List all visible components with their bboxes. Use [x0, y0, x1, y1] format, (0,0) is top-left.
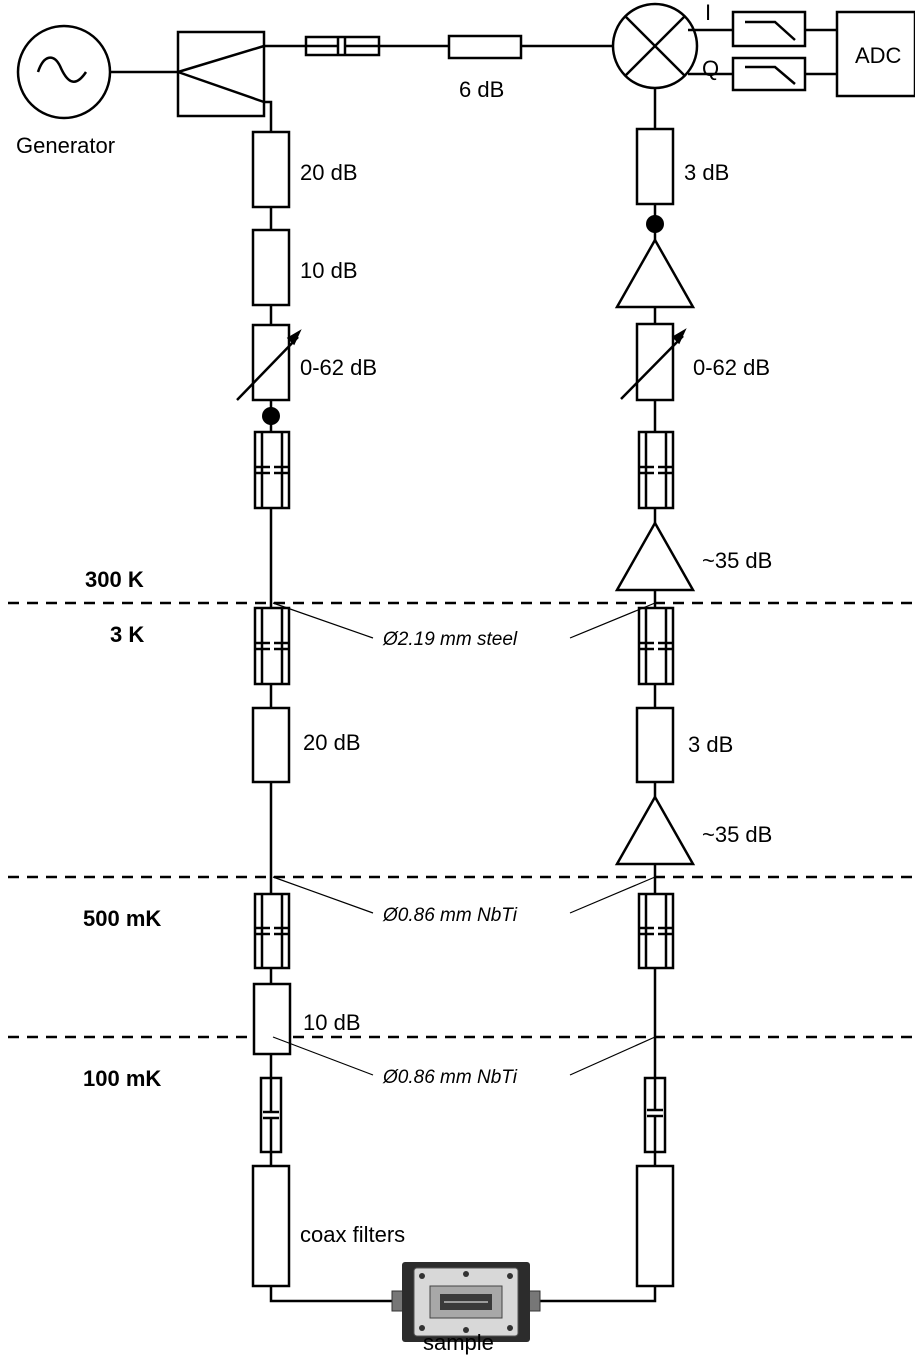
- stage-label-100mk: 100 mK: [83, 1066, 161, 1091]
- attenuator-6db: [449, 36, 521, 58]
- q-channel-label: Q: [702, 56, 719, 81]
- attenuator-left-10db: [253, 230, 289, 305]
- attenuator-right-3k-label: 3 dB: [688, 732, 733, 757]
- attenuator-6db-label: 6 dB: [459, 77, 504, 102]
- variable-attenuator-left: [237, 325, 300, 400]
- cable-label-nbti-100mk: Ø0.86 mm NbTi: [382, 1067, 518, 1088]
- generator-icon: [18, 26, 110, 118]
- dc-block-left-100mk: [261, 1078, 281, 1152]
- connector-dot-right: [646, 215, 664, 233]
- dc-block-capacitor: [306, 37, 379, 55]
- amplifier-3k-label: ~35 dB: [702, 822, 772, 847]
- attenuator-left-500mk-label: 10 dB: [303, 1010, 361, 1035]
- attenuator-left-10db-label: 10 dB: [300, 258, 358, 283]
- stage-label-3k: 3 K: [110, 622, 144, 647]
- attenuator-right-3db: [637, 129, 673, 204]
- stage-label-500mk: 500 mK: [83, 906, 161, 931]
- attenuator-right-3db-label: 3 dB: [684, 160, 729, 185]
- lowpass-filter-i: [733, 12, 805, 46]
- dc-block-left-500mk: [254, 894, 290, 968]
- dc-block-right-100mk: [645, 1078, 665, 1152]
- variable-attenuator-left-label: 0-62 dB: [300, 355, 377, 380]
- attenuator-left-20db-label: 20 dB: [300, 160, 358, 185]
- cable-label-nbti-500mk: Ø0.86 mm NbTi: [382, 905, 518, 926]
- generator-label: Generator: [16, 133, 115, 158]
- lowpass-filter-q: [733, 58, 805, 90]
- leader-line: [570, 1037, 655, 1075]
- attenuator-left-500mk-10db: [254, 984, 290, 1054]
- stage-label-300k: 300 K: [85, 567, 144, 592]
- attenuator-left-3k-label: 20 dB: [303, 730, 361, 755]
- coax-filter-right: [637, 1166, 673, 1286]
- wire: [538, 1286, 655, 1301]
- dc-block-right-300k: [638, 432, 674, 508]
- coax-filters-label: coax filters: [300, 1222, 405, 1247]
- wire: [271, 1286, 394, 1301]
- attenuator-left-3k-20db: [253, 708, 289, 782]
- dc-block-left-300k: [254, 432, 290, 508]
- dc-block-right-3k: [638, 608, 674, 684]
- adc-label: ADC: [855, 43, 902, 68]
- leader-line: [273, 1037, 373, 1075]
- coax-filter-left: [253, 1166, 289, 1286]
- amplifier-hemt-3k-icon: [617, 797, 693, 864]
- amplifier-300k-label: ~35 dB: [702, 548, 772, 573]
- amplifier-room-temp-icon: [617, 240, 693, 307]
- variable-attenuator-right-label: 0-62 dB: [693, 355, 770, 380]
- iq-mixer-icon: [613, 4, 697, 88]
- connector-dot-left: [262, 407, 280, 425]
- i-channel-label: I: [705, 0, 711, 25]
- attenuator-left-20db: [253, 132, 289, 207]
- power-splitter: [178, 32, 264, 116]
- amplifier-hemt-300k-icon: [617, 523, 693, 590]
- dc-block-left-3k: [254, 608, 290, 684]
- sample-label: sample: [423, 1330, 494, 1355]
- cable-label-steel: Ø2.19 mm steel: [382, 629, 518, 650]
- dc-block-right-500mk: [638, 894, 674, 968]
- variable-attenuator-right: [621, 324, 685, 400]
- attenuator-right-3k-3db: [637, 708, 673, 782]
